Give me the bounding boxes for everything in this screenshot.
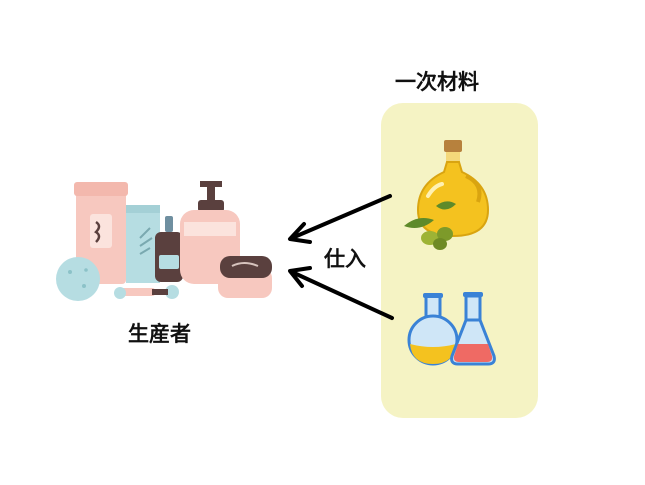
olive-oil-bottle-icon <box>404 140 490 250</box>
arrow-oil-to-producer <box>288 194 392 244</box>
chemical-flasks-icon <box>407 292 496 366</box>
raw-materials-title: 一次材料 <box>395 70 479 94</box>
producer-label: 生産者 <box>128 322 191 346</box>
cosmetics-products-icon <box>56 181 272 301</box>
arrow-flasks-to-producer <box>288 266 394 320</box>
purchase-label: 仕入 <box>324 247 366 271</box>
